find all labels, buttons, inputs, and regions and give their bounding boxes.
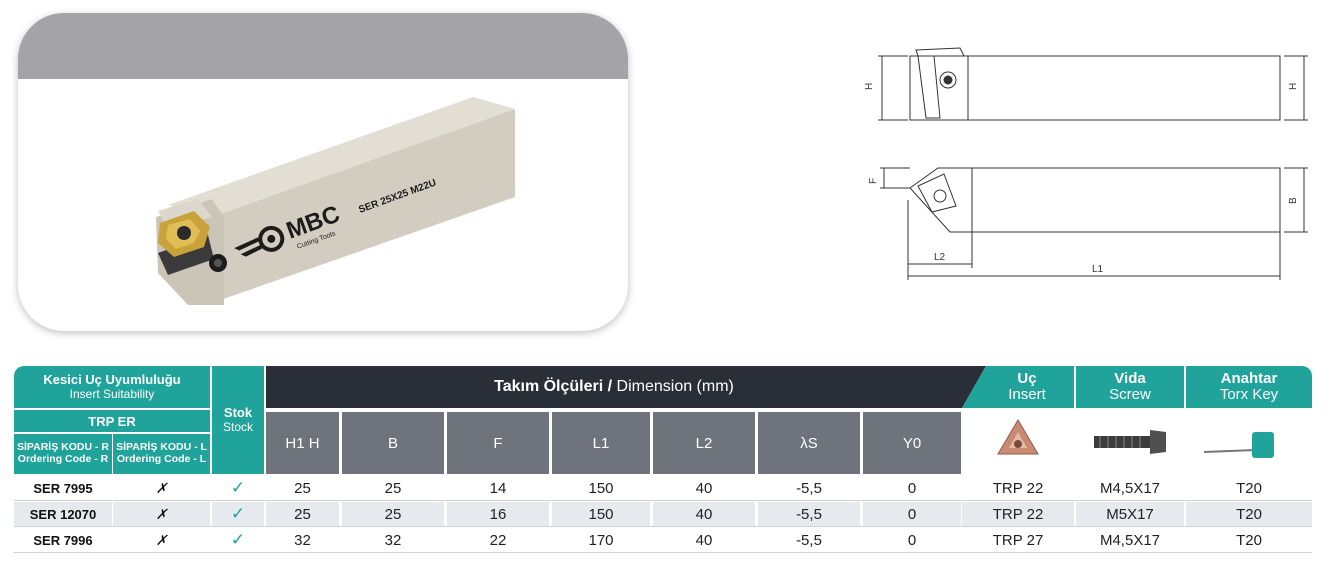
cell-l1: 150	[552, 502, 650, 526]
cell-lambda-s: -5,5	[758, 476, 860, 500]
dim-col-f: F	[447, 412, 549, 474]
screw-icon	[1094, 430, 1166, 454]
cell-y0: 0	[863, 476, 961, 500]
cell-stock: ✓	[212, 528, 264, 552]
cell-f: 14	[447, 476, 549, 500]
cell-key: T20	[1186, 528, 1312, 552]
cell-code-r: SER 7996	[14, 528, 112, 552]
technical-drawing: H H F B L2 L1	[864, 47, 1308, 280]
cell-f: 22	[447, 528, 549, 552]
cell-y0: 0	[863, 528, 961, 552]
cell-b: 32	[342, 528, 444, 552]
cell-b: 25	[342, 476, 444, 500]
cell-h1h: 25	[266, 502, 339, 526]
cell-code-l: ✗	[113, 528, 210, 552]
code-l-header: SİPARİŞ KODU - L Ordering Code - L	[113, 434, 210, 474]
row-divider	[14, 526, 1312, 527]
mbc-logo-icon	[234, 225, 285, 257]
cell-stock: ✓	[212, 502, 264, 526]
label-h-left: H	[864, 83, 875, 90]
insert-picture	[962, 410, 1074, 474]
cell-key: T20	[1186, 476, 1312, 500]
cell-b: 25	[342, 502, 444, 526]
dim-col-b: B	[342, 412, 444, 474]
label-l2: L2	[934, 252, 946, 263]
dim-col-l1: L1	[552, 412, 650, 474]
top-view	[971, 167, 1281, 233]
row-divider	[14, 552, 1312, 553]
insert-triangle-icon	[997, 419, 1039, 455]
cell-key: T20	[1186, 502, 1312, 526]
cell-h1h: 25	[266, 476, 339, 500]
dim-col-l2: L2	[653, 412, 755, 474]
cell-code-l: ✗	[113, 476, 210, 500]
cell-lambda-s: -5,5	[758, 502, 860, 526]
cell-screw: M4,5X17	[1076, 476, 1184, 500]
tool-holder-photo: MBC Cutting Tools SER 25X25 M22U	[156, 97, 515, 305]
cell-f: 16	[447, 502, 549, 526]
cell-code-r: SER 12070	[14, 502, 112, 526]
label-h-right: H	[1288, 83, 1299, 90]
insert-type-header: TRP ER	[14, 410, 210, 432]
key-header: Anahtar Torx Key	[1186, 366, 1312, 408]
cell-y0: 0	[863, 502, 961, 526]
cell-insert: TRP 22	[962, 502, 1074, 526]
card-header-band	[18, 13, 628, 79]
cell-l2: 40	[653, 502, 755, 526]
cell-insert: TRP 22	[962, 476, 1074, 500]
cell-lambda-s: -5,5	[758, 528, 860, 552]
cell-l1: 170	[552, 528, 650, 552]
insert-header: Uç Insert	[1008, 369, 1046, 403]
label-b: B	[1288, 197, 1299, 204]
dim-col-h1h: H1 H	[266, 412, 339, 474]
code-r-header: SİPARİŞ KODU - R Ordering Code - R	[14, 434, 112, 474]
cell-screw: M4,5X17	[1076, 528, 1184, 552]
cell-h1h: 32	[266, 528, 339, 552]
cell-code-l: ✗	[113, 502, 210, 526]
label-l1: L1	[1092, 264, 1104, 275]
key-picture	[1186, 410, 1312, 474]
insert-suitability-header: Kesici Uç Uyumluluğu Insert Suitability	[14, 366, 210, 408]
cell-l1: 150	[552, 476, 650, 500]
dimension-header-bg	[266, 366, 986, 408]
screw-header: Vida Screw	[1076, 366, 1184, 408]
dimension-header: Takım Ölçüleri / Dimension (mm)	[494, 378, 734, 395]
dim-col-y0: Y0	[863, 412, 961, 474]
stock-header: Stok Stock	[212, 366, 264, 474]
cell-code-r: SER 7995	[14, 476, 112, 500]
screw-picture	[1076, 410, 1184, 474]
insert-header-bg	[962, 366, 1074, 408]
dim-col-lambda-s: λS	[758, 412, 860, 474]
side-view	[909, 55, 1281, 121]
cell-l2: 40	[653, 528, 755, 552]
cell-screw: M5X17	[1076, 502, 1184, 526]
label-f: F	[868, 178, 879, 184]
product-card: MBC Cutting Tools SER 25X25 M22U	[18, 13, 628, 331]
torx-key-icon	[1203, 432, 1274, 458]
row-divider	[14, 500, 1312, 501]
cell-l2: 40	[653, 476, 755, 500]
cell-insert: TRP 27	[962, 528, 1074, 552]
cell-stock: ✓	[212, 476, 264, 500]
